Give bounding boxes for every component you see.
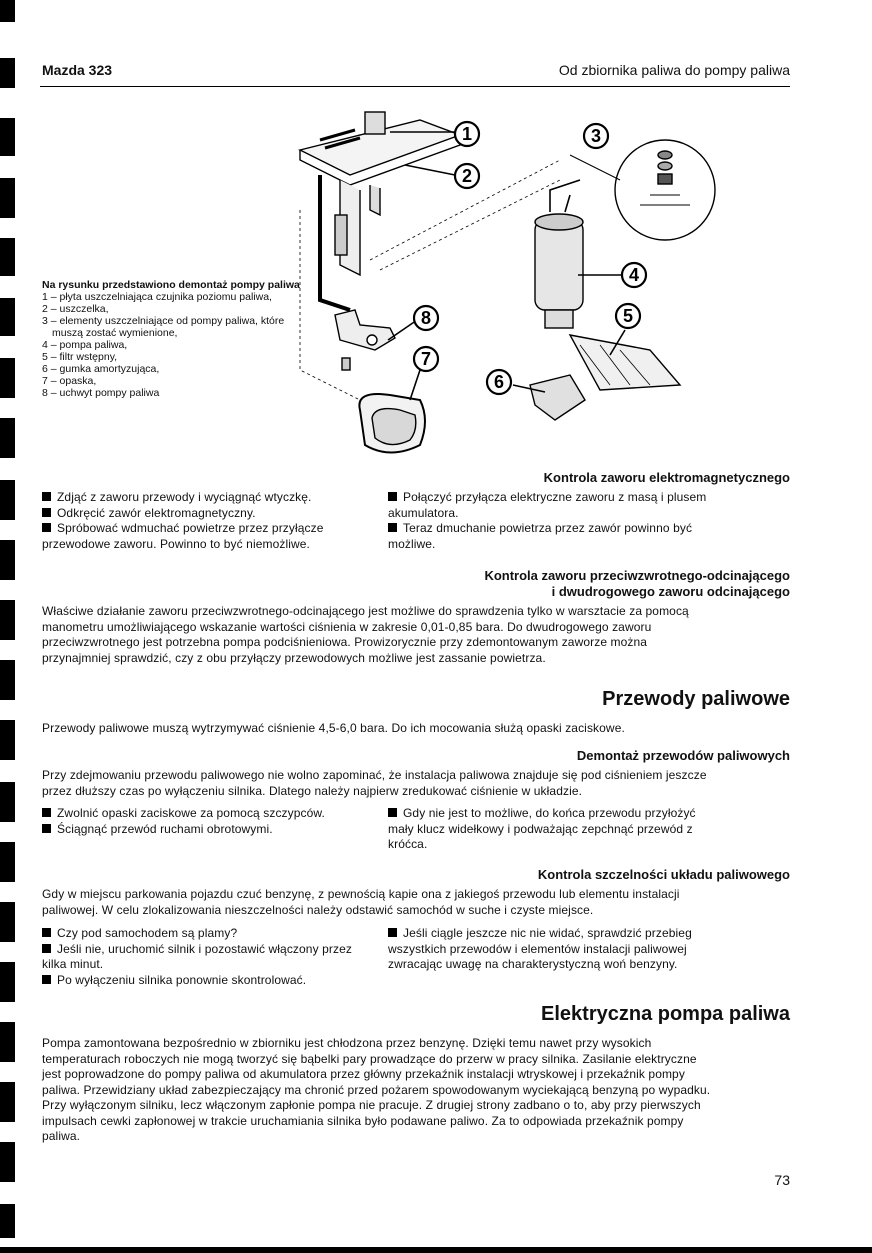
svg-text:8: 8 — [421, 308, 431, 328]
callout-8: 8 — [412, 304, 440, 332]
bullet-item: Gdy nie jest to możliwe, do końca przewo… — [388, 806, 696, 851]
svg-text:1: 1 — [462, 124, 472, 144]
solenoid-heading: Kontrola zaworu elektromagnetycznego — [543, 470, 790, 485]
legend-title: Na rysunku przedstawiono demontaż pompy … — [42, 279, 300, 291]
binding-mark — [0, 660, 15, 700]
fuel-lines-text: Przewody paliwowe muszą wytrzymywać ciśn… — [42, 721, 625, 735]
bullet-square — [388, 523, 397, 532]
bullet-item: Teraz dmuchanie powietrza przez zawór po… — [388, 521, 693, 551]
callout-5: 5 — [614, 302, 642, 330]
bullet-item: Zwolnić opaski zaciskowe za pomocą szczy… — [42, 806, 372, 822]
electric-pump-heading: Elektryczna pompa paliwa — [541, 1003, 790, 1025]
bullet-square — [42, 928, 51, 937]
binding-mark — [0, 0, 15, 22]
bullet-item: Połączyć przyłącza elektryczne zaworu z … — [388, 490, 707, 520]
solenoid-right-column: Połączyć przyłącza elektryczne zaworu z … — [388, 490, 718, 552]
bullet-square — [388, 928, 397, 937]
removal-text: Przy zdejmowaniu przewodu paliwowego nie… — [42, 768, 707, 798]
fuel-pump-diagram: 1 2 3 4 5 6 7 8 — [297, 111, 716, 454]
binding-mark — [0, 720, 15, 760]
svg-text:5: 5 — [623, 306, 633, 326]
removal-right-column: Gdy nie jest to możliwe, do końca przewo… — [388, 806, 718, 853]
svg-text:3: 3 — [591, 126, 601, 146]
binding-mark — [0, 1204, 15, 1238]
binding-mark — [0, 842, 15, 882]
legend-item: 4 – pompa paliwa, — [42, 339, 128, 351]
bullet-square — [42, 523, 51, 532]
callout-7: 7 — [412, 345, 440, 373]
bullet-item: Jeśli nie, uruchomić silnik i pozostawić… — [42, 941, 352, 971]
legend-item: 7 – opaska, — [42, 375, 97, 387]
binding-mark — [0, 600, 15, 640]
binding-mark — [0, 58, 15, 88]
header-right: Od zbiornika paliwa do pompy paliwa — [558, 62, 790, 78]
bullet-square — [42, 492, 51, 501]
bullet-item: Czy pod samochodem są plamy? — [42, 926, 372, 942]
bullet-square — [42, 823, 51, 833]
bullet-item: Jeśli ciągle jeszcze nic nie widać, spra… — [388, 926, 692, 971]
leak-check-left-column: Czy pod samochodem są plamy? Jeśli nie, … — [42, 926, 372, 988]
leak-check-text: Gdy w miejscu parkowania pojazdu czuć be… — [42, 887, 680, 917]
binding-mark — [0, 480, 15, 520]
figure-legend: Na rysunku przedstawiono demontaż pompy … — [42, 279, 302, 399]
bullet-item: Ściągnąć przewód ruchami obrotowymi. — [42, 822, 372, 838]
leak-check-right-column: Jeśli ciągle jeszcze nic nie widać, spra… — [388, 926, 718, 973]
bullet-square — [42, 808, 51, 817]
bullet-square — [42, 974, 51, 984]
check-valve-text: Właściwe działanie zaworu przeciwzwrotne… — [42, 604, 689, 665]
callout-3: 3 — [582, 122, 610, 150]
binding-mark — [0, 298, 15, 336]
binding-mark — [0, 178, 15, 218]
callout-1: 1 — [453, 120, 481, 148]
svg-text:4: 4 — [629, 265, 639, 285]
svg-text:2: 2 — [462, 166, 472, 186]
header-left: Mazda 323 — [42, 62, 113, 78]
electric-pump-text: Pompa zamontowana bezpośrednio w zbiorni… — [42, 1036, 711, 1143]
bullet-item: Zdjąć z zaworu przewody i wyciągnąć wtyc… — [42, 490, 372, 506]
solenoid-left-column: Zdjąć z zaworu przewody i wyciągnąć wtyc… — [42, 490, 372, 552]
binding-mark — [0, 1082, 15, 1122]
binding-mark — [0, 238, 15, 276]
legend-item: 8 – uchwyt pompy paliwa — [42, 387, 160, 399]
legend-item: 6 – gumka amortyzująca, — [42, 363, 160, 375]
legend-item: 2 – uszczelka, — [42, 303, 109, 315]
svg-text:6: 6 — [494, 372, 504, 392]
binding-mark — [0, 1142, 15, 1182]
header-rule — [40, 86, 790, 87]
binding-mark — [0, 358, 15, 398]
bottom-edge-bar — [0, 1247, 872, 1253]
bullet-square — [42, 507, 51, 517]
bullet-item: Odkręcić zawór elektromagnetyczny. — [42, 506, 372, 522]
bullet-square — [388, 808, 397, 817]
bullet-square — [42, 943, 51, 953]
removal-left-column: Zwolnić opaski zaciskowe za pomocą szczy… — [42, 806, 372, 837]
fuel-lines-heading: Przewody paliwowe — [602, 688, 790, 710]
callout-4: 4 — [620, 261, 648, 289]
binding-mark — [0, 782, 15, 822]
callout-2: 2 — [453, 162, 481, 190]
binding-mark — [0, 418, 15, 458]
legend-item: 3 – elementy uszczelniające od pompy pal… — [42, 315, 285, 339]
binding-mark — [0, 902, 15, 942]
binding-mark — [0, 540, 15, 580]
legend-item: 1 – płyta uszczelniająca czujnika poziom… — [42, 291, 272, 303]
leak-check-heading: Kontrola szczelności układu paliwowego — [537, 867, 790, 882]
bullet-item: Po wyłączeniu silnika ponownie skontrolo… — [42, 973, 372, 989]
check-valve-heading-line1: Kontrola zaworu przeciwzwrotnego-odcinaj… — [484, 568, 790, 583]
bullet-item: Spróbować wdmuchać powietrze przez przył… — [42, 521, 324, 551]
bullet-square — [388, 492, 397, 501]
svg-text:7: 7 — [421, 349, 431, 369]
callout-6: 6 — [485, 368, 513, 396]
binding-mark — [0, 962, 15, 1002]
page-number: 73 — [774, 1172, 790, 1188]
removal-heading: Demontaż przewodów paliwowych — [576, 748, 790, 763]
binding-mark — [0, 118, 15, 156]
binding-mark — [0, 1022, 15, 1062]
legend-item: 5 – filtr wstępny, — [42, 351, 118, 363]
check-valve-heading-line2: i dwudrogowego zaworu odcinającego — [551, 584, 790, 599]
